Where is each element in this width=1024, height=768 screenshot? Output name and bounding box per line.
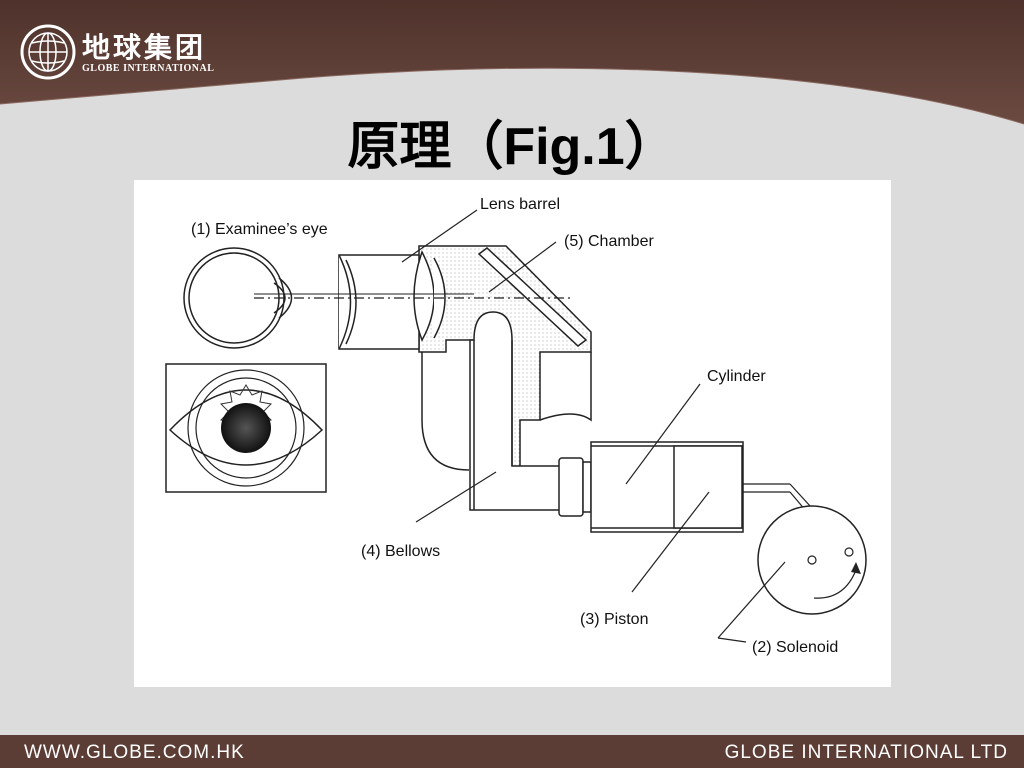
slide-title: 原理（Fig.1） (347, 118, 677, 176)
footer-bar: WWW.GLOBE.COM.HK GLOBE INTERNATIONAL LTD (0, 735, 1024, 768)
footer-company: GLOBE INTERNATIONAL LTD (724, 742, 1008, 763)
brand-name-chinese: 地球集团 (82, 31, 207, 64)
header-band (0, 0, 1024, 125)
lens-barrel (338, 250, 446, 350)
housing (421, 352, 592, 471)
label-bellows: (4) Bellows (361, 543, 440, 560)
piston (673, 445, 743, 529)
chamber-mirror (477, 247, 588, 347)
leader-lines (401, 209, 786, 643)
brand-name-english: GLOBE INTERNATIONAL (82, 63, 215, 74)
connector (558, 457, 584, 517)
footer-website: WWW.GLOBE.COM.HK (24, 742, 245, 763)
label-chamber: (5) Chamber (564, 233, 654, 250)
label-solenoid: (2) Solenoid (752, 639, 838, 656)
bellows (469, 311, 565, 511)
label-lens-barrel: Lens barrel (480, 196, 560, 213)
label-cylinder: Cylinder (707, 368, 766, 385)
tonometer-principle-diagram: Lens barrel (1) Examinee’s eye (5) Chamb… (134, 180, 891, 687)
eye-front-view (165, 363, 327, 493)
globe-logo-icon (20, 24, 76, 80)
solenoid (757, 505, 867, 615)
label-examinee-eye: (1) Examinee’s eye (191, 221, 328, 238)
label-piston: (3) Piston (580, 611, 648, 628)
